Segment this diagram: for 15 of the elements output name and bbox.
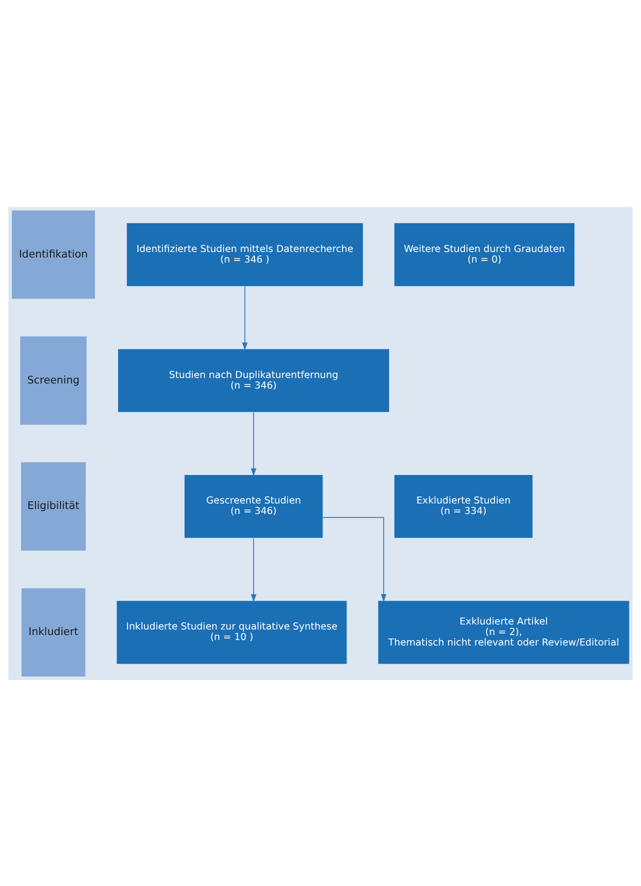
node-box: Identifikation	[12, 210, 95, 298]
node-box: Exkludierte Artikel (n = 2), Thematisch nicht relevant oder Review/Editorial	[378, 600, 630, 664]
node-box: Identifizierte Studien mittels Datenrecherche (n = 346 )	[126, 222, 363, 286]
node-box: Inkludierte Studien zur qualitative Synthese (n = 10 )	[116, 600, 347, 664]
node-box: Studien nach Duplikaturentfernung (n = 346)	[118, 348, 390, 412]
node-box: Gescreente Studien (n = 346)	[184, 474, 323, 538]
arrow	[250, 411, 256, 476]
arrow	[242, 285, 248, 350]
arrow	[250, 537, 256, 602]
node-box: Exkludierte Studien (n = 334)	[394, 474, 533, 538]
node-box: Screening	[20, 336, 87, 424]
arrow	[322, 516, 386, 602]
node-box: Eligibilität	[21, 462, 86, 550]
node-box: Weitere Studien durch Graudaten (n = 0)	[394, 222, 574, 286]
node-box: Inkludiert	[21, 588, 86, 676]
